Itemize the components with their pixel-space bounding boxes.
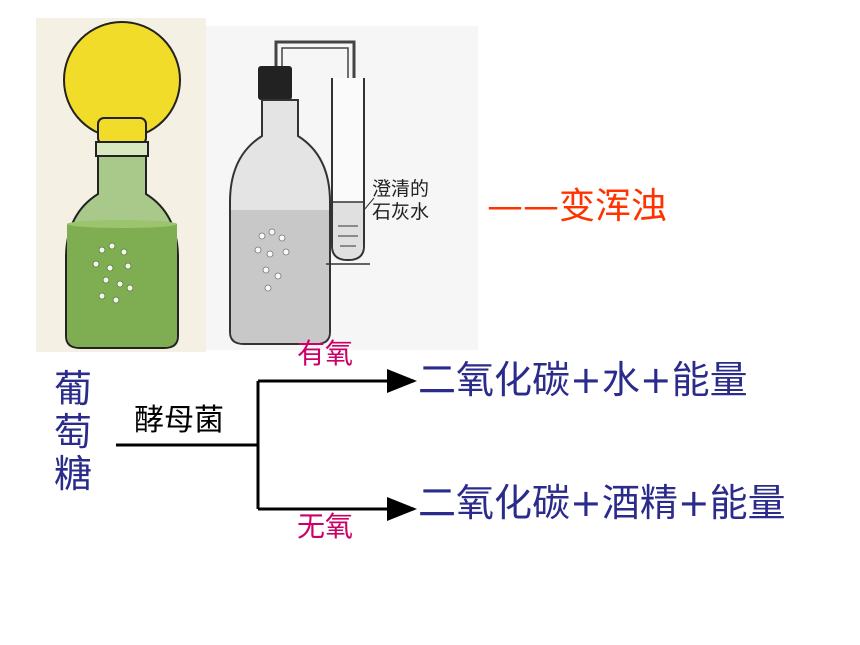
turbid-result-label: ——变浑浊 (487, 186, 668, 227)
substrate-char: 葡 (54, 367, 93, 411)
aerobic-products: 二氧化碳+水+能量 (418, 358, 748, 402)
aerobic-condition-label: 有氧 (297, 337, 354, 370)
anaerobic-products: 二氧化碳+酒精+能量 (418, 481, 786, 525)
limewater-label-line-2: 石灰水 (372, 200, 430, 223)
yeast-bubbles (92, 242, 134, 304)
balloon-bottle-illustration (36, 18, 206, 352)
enzyme-label: 酵母菌 (134, 403, 224, 438)
limewater-apparatus-illustration (206, 26, 478, 350)
limewater-label: 澄清的 石灰水 (372, 178, 429, 224)
limewater-label-line-1: 澄清的 (372, 178, 430, 200)
substrate-char: 糖 (54, 452, 93, 497)
anaerobic-condition-label: 无氧 (297, 510, 354, 543)
rubber-stopper (258, 66, 292, 100)
substrate-char: 萄 (54, 409, 93, 454)
substrate-glucose: 葡 萄 糖 (54, 368, 102, 496)
